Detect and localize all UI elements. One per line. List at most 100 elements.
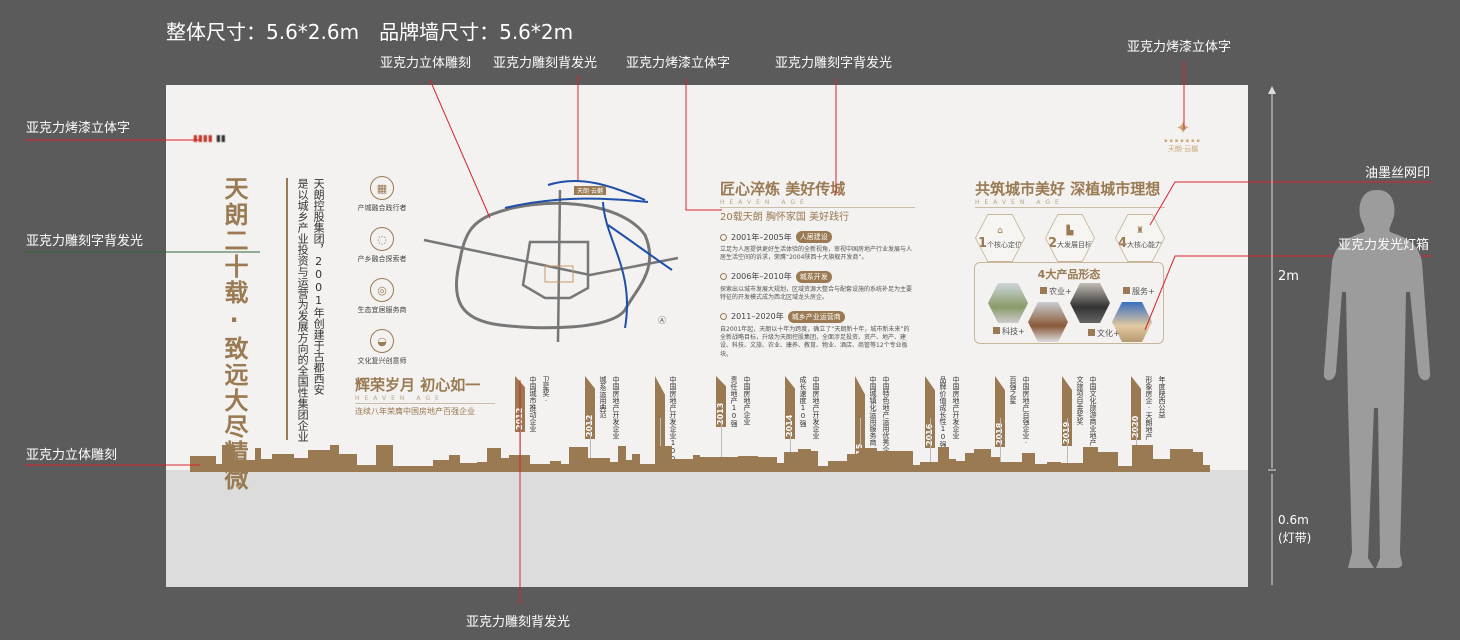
history-en: HEAVEN AGE: [720, 199, 915, 208]
vision-title: 共筑城市美好 深植城市理想: [975, 180, 1161, 198]
tower-icon: ♜: [1135, 225, 1145, 236]
timeline-text: 形象房企·天朗地产: [1145, 376, 1153, 440]
timeline-text: 中国房地产开发企业: [952, 376, 960, 439]
industry-icon: ▦: [370, 176, 394, 200]
timeline-text: 中国城市推动企业: [529, 376, 537, 432]
project-marker-label: 天朗·云樾: [577, 188, 603, 195]
role-item: ◒文化复兴创意师: [352, 329, 412, 366]
highway: [423, 238, 679, 277]
timeline-text: 中国房地产开发企业: [812, 376, 820, 439]
timeline-item: 2015中国城镇化运用服务商中国特色地产运用优秀企业·: [855, 376, 891, 468]
product-label: 服务+: [1123, 286, 1155, 297]
annotation-label: 亚克力雕刻字背发光: [26, 234, 144, 249]
brand-logo: ▮▮▮▮ ▮▮: [193, 134, 226, 144]
band-note: (灯带): [1278, 531, 1312, 545]
wall-height: 2m: [1278, 269, 1299, 284]
river: [547, 179, 646, 201]
timeline-text: 中国房地产开发企业100强: [669, 376, 677, 470]
timeline-stem: [1067, 418, 1068, 468]
products-box: 4大产品形态: [974, 262, 1164, 344]
city-skyline: [190, 445, 1210, 472]
timeline-stem: [860, 418, 861, 468]
timeline-text: 成长速度10强: [799, 376, 807, 427]
annotation-label: 亚克力雕刻背发光: [493, 56, 598, 71]
title-divider: [286, 178, 288, 440]
project-logo: ✦ ▪▪▪▪▪▪▪ 天朗·云樾: [1164, 118, 1202, 154]
history-title: 匠心淬炼 美好传城: [720, 180, 846, 198]
timeline-text: 中国特色地产运用优秀企业·: [882, 376, 890, 468]
timeline-text: 责任地产10强: [730, 376, 738, 427]
ring-road: [454, 201, 652, 330]
house-icon: ⌂: [997, 225, 1003, 236]
annotation-label: 油墨丝网印: [1365, 166, 1431, 181]
intro-line-2: 是以城乡产业投资与运营为发展方向的全国性集团企业: [296, 178, 310, 442]
swirl-icon: ◌: [370, 227, 394, 251]
river: [602, 201, 628, 329]
timeline-item: 2016品牌价值成长性10强中国房地产开发企业: [925, 376, 961, 468]
role-item: ▦产城融合践行者: [352, 176, 412, 213]
vision-en: HEAVEN AGE: [975, 199, 1165, 208]
city-wall-road: [521, 240, 590, 300]
circle-icon: [720, 273, 727, 281]
north-arrow-icon: Ⓐ: [658, 316, 666, 325]
annotation-label: 亚克力发光灯箱: [1338, 238, 1430, 253]
era-item: 2006年–2010年城系开发探索出以城市发展大规划，区域资源大整合与配套设施的…: [720, 270, 913, 302]
timeline-stem: [930, 418, 931, 468]
timeline-stem: [590, 418, 591, 468]
overall-spec: 整体尺寸：5.6*2.6m 品牌墙尺寸：5.6*2m: [166, 20, 574, 44]
glory-title: 辉荣岁月 初心如一: [355, 376, 481, 394]
timeline-text: 中国房地产开发企业: [612, 376, 620, 439]
timeline-item: 2014成长速度10强中国房地产开发企业: [785, 376, 821, 468]
annotation-label: 亚克力雕刻背发光: [466, 615, 571, 630]
glory-subtitle: 连续八年荣膺中国房地产百强企业: [355, 407, 475, 416]
role-item: ◌产乡融合探索者: [352, 227, 412, 264]
timeline-item: 2013中国房地产开发企业100强: [655, 376, 678, 470]
river: [504, 197, 649, 209]
river: [607, 224, 673, 271]
era-item: 2001年–2005年人居建设立足为人居提供更好生活体验的全新视角，审视中国房地…: [720, 231, 913, 262]
annotation-label: 亚克力立体雕刻: [380, 56, 472, 71]
timeline-text: 中国文化旅游商业地产: [1089, 376, 1097, 446]
building-icon: ▙: [1066, 225, 1074, 236]
annotation-label: 亚克力烤漆立体字: [26, 121, 131, 136]
timeline-text: 卫星奖·: [542, 376, 550, 405]
annotation-label: 亚克力烤漆立体字: [1127, 40, 1232, 55]
timeline-text: 百强之星: [1009, 376, 1017, 404]
products-title: 4大产品形态: [1037, 268, 1101, 281]
hex-card: ♜4大核心能力: [1115, 214, 1165, 262]
timeline-stem: [660, 418, 661, 468]
roles-list: ▦产城融合践行者 ◌产乡融合探索者 ◎生态宜居服务商 ◒文化复兴创意师: [352, 176, 412, 380]
timeline-text: 年度陕西公益: [1158, 376, 1166, 418]
spiral-icon: ◎: [370, 278, 394, 302]
hex-card: ▙2大发展目标: [1045, 214, 1095, 262]
timeline-item: 2019文旅项目金奖奖中国文化旅游商业地产: [1062, 376, 1098, 468]
role-item: ◎生态宜居服务商: [352, 278, 412, 315]
era-item: 2011–2020年城乡产业运营商自2001年起，天朗以十年为跨度，确立了“天朗…: [720, 310, 910, 358]
timeline-stem: [1136, 418, 1137, 468]
timeline-text: 城系运用典范: [599, 376, 607, 418]
center-block: [544, 265, 574, 283]
timeline-stem: [1000, 418, 1001, 468]
annotation-label: 亚克力立体雕刻: [26, 448, 118, 463]
circle-icon: [720, 313, 727, 321]
circle-icon: [720, 233, 727, 241]
timeline-text: 中国房地产企业: [743, 376, 751, 425]
band-height: 0.6m: [1278, 513, 1309, 527]
timeline-text: 文旅项目金奖奖: [1076, 376, 1084, 425]
timeline-text: 中国房地产百强企业·: [1022, 376, 1030, 447]
project-marker: [574, 186, 606, 195]
timeline-text: 品牌价值成长性10强: [939, 376, 947, 448]
timeline-text: 中国城镇化运用服务商: [869, 376, 877, 446]
city-map: Ⓐ: [423, 179, 679, 343]
vertical-title: 天朗二十载·致远大尽精微: [220, 176, 248, 492]
culture-icon: ◒: [370, 329, 394, 353]
annotation-label: 亚克力雕刻字背发光: [775, 56, 893, 71]
product-label: 科技+: [993, 326, 1025, 337]
history-section: 匠心淬炼 美好传城 HEAVEN AGE 20载天朗 胸怀家国 美好践行 200…: [720, 178, 915, 359]
timeline-stem: [790, 418, 791, 468]
glory-en: HEAVEN AGE: [355, 395, 495, 404]
annotation-label: 亚克力烤漆立体字: [626, 56, 731, 71]
